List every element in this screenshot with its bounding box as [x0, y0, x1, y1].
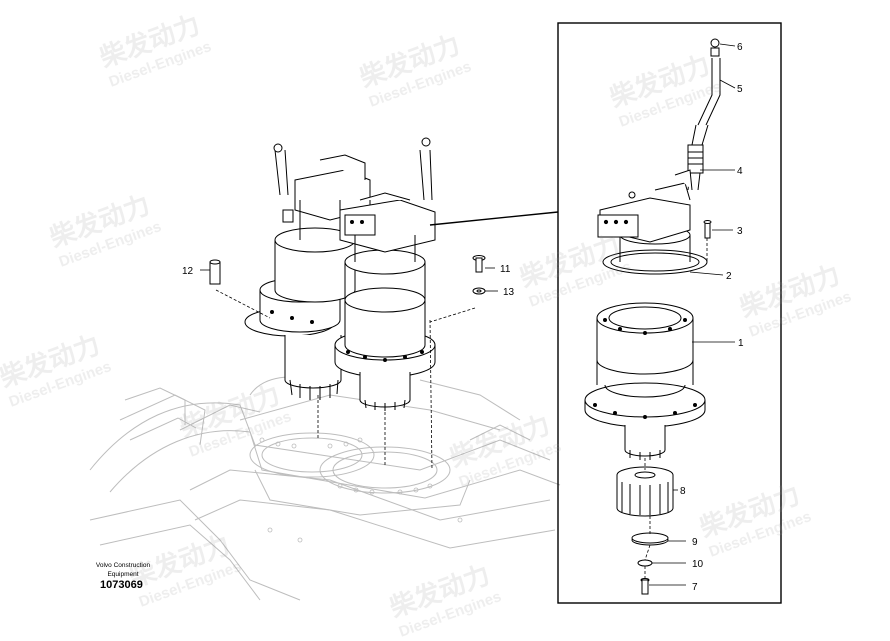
- bolt-12: [209, 259, 221, 285]
- caption-line-1: Volvo Construction: [95, 562, 151, 569]
- bolt-3: [703, 220, 712, 239]
- washer-13: [472, 287, 486, 295]
- bolt-7: [640, 578, 650, 595]
- bolt-11: [472, 255, 486, 273]
- callout-11: 11: [500, 264, 511, 275]
- callout-6: 6: [737, 42, 743, 53]
- document-number: 1073069: [100, 579, 143, 591]
- plate-9: [631, 532, 669, 546]
- pinion-gear-8: [616, 466, 674, 517]
- detail-connector: [429, 211, 559, 226]
- machine-frame: [89, 376, 561, 601]
- callout-7: 7: [692, 582, 698, 593]
- swing-motor-rear: [244, 143, 371, 400]
- swing-motor-2: [597, 169, 708, 275]
- detail-box: [557, 22, 782, 604]
- callout-4: 4: [737, 166, 743, 177]
- callout-3: 3: [737, 226, 743, 237]
- callout-8: 8: [680, 486, 686, 497]
- callout-12: 12: [182, 266, 194, 277]
- callout-2: 2: [726, 271, 732, 282]
- callout-5: 5: [737, 84, 743, 95]
- callout-13: 13: [503, 287, 515, 298]
- caption-line-2: Equipment: [107, 571, 139, 578]
- breather-hose: [687, 38, 721, 191]
- callout-leaders: [200, 43, 736, 586]
- dashed-leaders-detail: [644, 238, 708, 578]
- swing-gearbox-1: [584, 302, 706, 460]
- frame-bolt-holes: [259, 437, 463, 543]
- dashed-leaders-left: [215, 289, 476, 471]
- callout-9: 9: [692, 537, 698, 548]
- swing-motor-front: [334, 137, 436, 411]
- callout-10: 10: [692, 559, 704, 570]
- callout-1: 1: [738, 338, 744, 349]
- washer-10: [637, 559, 653, 567]
